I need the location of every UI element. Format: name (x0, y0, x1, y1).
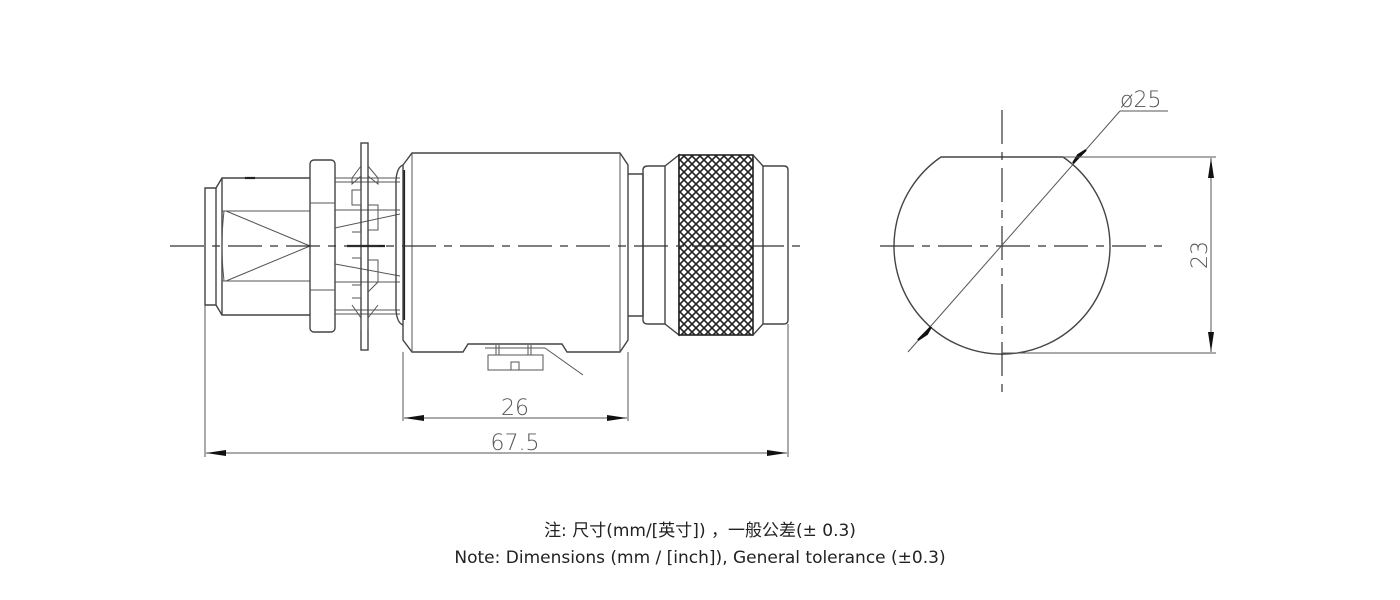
body-length-label: 26 (501, 396, 529, 421)
notes-block: 注: 尺寸(mm/[英寸]) ，一般公差(± 0.3) Note: Dimens… (0, 518, 1400, 572)
end-view: ø25 23 (880, 88, 1216, 392)
note-chinese: 注: 尺寸(mm/[英寸]) ，一般公差(± 0.3) (544, 521, 856, 541)
side-dimensions: 26 67.5 (204, 305, 789, 457)
overall-length-label: 67.5 (491, 431, 540, 456)
note-english: Note: Dimensions (mm / [inch]), General … (454, 548, 946, 568)
flat-height-label: 23 (1188, 241, 1213, 269)
side-view (170, 142, 800, 376)
main-body (402, 152, 629, 376)
collar (628, 153, 680, 337)
threaded-sleeve (215, 176, 311, 316)
diameter-label: ø25 (1120, 88, 1161, 113)
flange (395, 164, 406, 326)
front-ring (752, 154, 789, 336)
knurled-nut (678, 154, 754, 336)
d-flat-outline (893, 156, 1111, 355)
